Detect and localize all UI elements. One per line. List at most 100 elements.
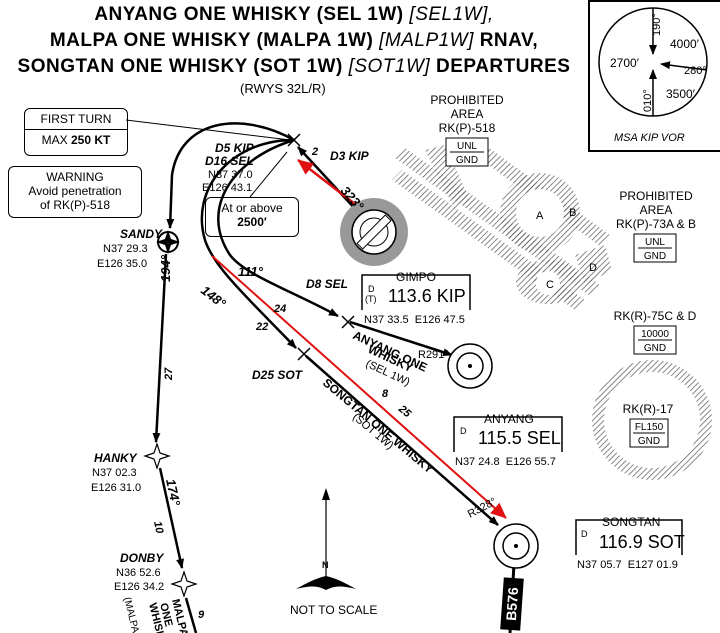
- title-anyang-code: [SEL1W],: [409, 4, 494, 25]
- at-or-above-label: At or above: [221, 201, 283, 215]
- airway-b576-label: B576: [503, 587, 521, 622]
- course-194: 194°: [158, 254, 173, 282]
- rkp73-line1: PROHIBITED: [619, 189, 693, 203]
- fix-donby-lat: N36 52.6: [116, 567, 161, 579]
- distance-25: 25: [395, 402, 414, 420]
- title-songtan-code: [SOT1W]: [348, 56, 431, 77]
- msa-bearing-right: 280°: [684, 65, 707, 77]
- max-speed-value: 250 KT: [71, 133, 111, 147]
- route-d25sot-songtan: [305, 355, 499, 526]
- malpa-proc-line4: (MALPA 1W): [121, 596, 145, 633]
- not-to-scale: NOT TO SCALE: [290, 603, 377, 617]
- course-174: 174°: [163, 478, 183, 508]
- gimpo-box-frame: [361, 274, 471, 310]
- songtan-coord: N37 05.7 E127 01.9: [577, 559, 678, 571]
- rkp73-line3: RK(P)-73A & B: [616, 217, 696, 231]
- route-left-turn-anyang: [217, 138, 339, 318]
- rkr17-label: RK(R)-17 FL150 GND: [623, 402, 674, 448]
- fix-hanky-lat: N37 02.3: [92, 467, 137, 479]
- first-turn-label: FIRST TURN: [40, 112, 112, 126]
- terminal-core-a: [516, 189, 564, 237]
- rkp73-line2: AREA: [640, 203, 673, 217]
- fix-d5kip-lat: N37 37.0: [208, 169, 253, 181]
- sandy-waypoint-icon: [156, 230, 180, 254]
- distance-9: 9: [198, 609, 205, 621]
- apron-hatch-2: [575, 245, 612, 285]
- route-left-turn-sandy: [166, 122, 295, 229]
- title-malpa: MALPA ONE WHISKY (MALPA 1W): [49, 30, 374, 51]
- area-letter-a: A: [536, 210, 544, 222]
- altitude-value: 2500′: [237, 215, 267, 229]
- fix-d8sel: [341, 315, 355, 329]
- gimpo-coord: N37 33.5 E126 47.5: [364, 314, 465, 326]
- route-initial-climb: [297, 146, 359, 213]
- title-malpa-code: [MALP1W]: [379, 30, 474, 51]
- malpa-proc-line2: ONE: [157, 602, 174, 628]
- anyang-name: ANYANG: [484, 412, 534, 426]
- distance-27: 27: [163, 367, 175, 381]
- gimpo-t: (T): [365, 294, 377, 304]
- songtan-d: D: [581, 529, 588, 539]
- altitude-box-leader: [249, 151, 288, 198]
- fix-donby-label: DONBY: [120, 551, 164, 565]
- songtan-name: SONGTAN: [602, 515, 660, 529]
- title-departures: DEPARTURES: [435, 56, 571, 77]
- rkp518-lower: GND: [456, 155, 478, 166]
- songtan-vor-icon: [493, 523, 539, 569]
- first-turn-divider: [25, 129, 127, 130]
- anyang-navaid-box: ANYANG D 115.5 SEL N37 24.8 E126 55.7: [453, 412, 563, 468]
- apron-hatch: [425, 145, 470, 210]
- donby-waypoint-icon: [170, 570, 198, 598]
- msa-label: MSA KIP VOR: [614, 132, 685, 144]
- fix-d5kip-lon: E126 43.1: [202, 182, 252, 194]
- rkr17-line1: RK(R)-17: [623, 402, 674, 416]
- fix-d3kip-label: D3 KIP: [330, 149, 370, 163]
- rkp518-label: PROHIBITED AREA RK(P)-518 UNL GND: [430, 93, 504, 167]
- fix-d8sel-label: D8 SEL: [306, 277, 348, 291]
- anyang-coord: N37 24.8 E126 55.7: [455, 456, 556, 468]
- distance-10: 10: [151, 520, 165, 535]
- north-arrow-icon: N: [296, 488, 356, 590]
- max-prefix: MAX: [41, 133, 68, 147]
- title-songtan: SONGTAN ONE WHISKY (SOT 1W): [17, 56, 343, 77]
- rkr75-label: RK(R)-75C & D 10000 GND: [614, 309, 697, 355]
- title-rnav: RNAV,: [479, 30, 539, 51]
- msa-alt-se: 3500′: [666, 87, 696, 101]
- rkr75-lower: GND: [644, 343, 666, 354]
- gimpo-navaid-box: GIMPO D (T) 113.6 KIP N37 33.5 E126 47.5: [361, 270, 471, 326]
- distance-8: 8: [382, 388, 389, 400]
- songtan-freq: 116.9 SOT: [599, 532, 685, 552]
- fix-sandy-lon: E126 35.0: [97, 258, 147, 270]
- gimpo-name: GIMPO: [396, 270, 436, 284]
- highlight-route-d3kip: [297, 159, 361, 209]
- gimpo-freq: 113.6 KIP: [388, 286, 466, 306]
- area-letter-b: B: [569, 207, 576, 219]
- title-anyang: ANYANG ONE WHISKY (SEL 1W): [94, 4, 404, 25]
- title-line-2: MALPA ONE WHISKY (MALPA 1W) [MALP1W] RNA…: [0, 30, 588, 52]
- rkp518-line3: RK(P)-518: [439, 121, 496, 135]
- warning-line-1: Avoid penetration: [28, 184, 122, 198]
- rkp73-lower: GND: [644, 251, 666, 262]
- distance-2: 2: [311, 146, 318, 158]
- rkp518-line2: AREA: [451, 107, 484, 121]
- warning-line-2: of RK(P)-518: [39, 198, 111, 212]
- anyang-box-frame: [453, 416, 563, 452]
- route-donby-south: [184, 597, 198, 633]
- title-runways: (RWYS 32L/R): [240, 81, 326, 96]
- highlight-route-songtan: [211, 255, 507, 519]
- distance-22: 22: [255, 321, 268, 333]
- rkp73-label: PROHIBITED AREA RK(P)-73A & B UNL GND: [616, 189, 696, 263]
- rkr75-line1: RK(R)-75C & D: [614, 309, 697, 323]
- title-line-3: SONGTAN ONE WHISKY (SOT 1W) [SOT1W] DEPA…: [0, 56, 588, 78]
- rkr17-lower: GND: [638, 436, 660, 447]
- course-148: 148°: [198, 283, 229, 312]
- rkp518-upper: UNL: [457, 141, 477, 152]
- msa-alt-w: 2700′: [610, 56, 640, 70]
- warning-box: WARNING Avoid penetration of RK(P)-518: [8, 166, 142, 218]
- fix-d25sot: [297, 347, 311, 361]
- msa-bearing-top: 190°: [651, 13, 663, 36]
- radial-291: R291°: [418, 349, 449, 361]
- rkr75-upper: 10000: [641, 329, 669, 340]
- rkp73-upper: UNL: [645, 237, 665, 248]
